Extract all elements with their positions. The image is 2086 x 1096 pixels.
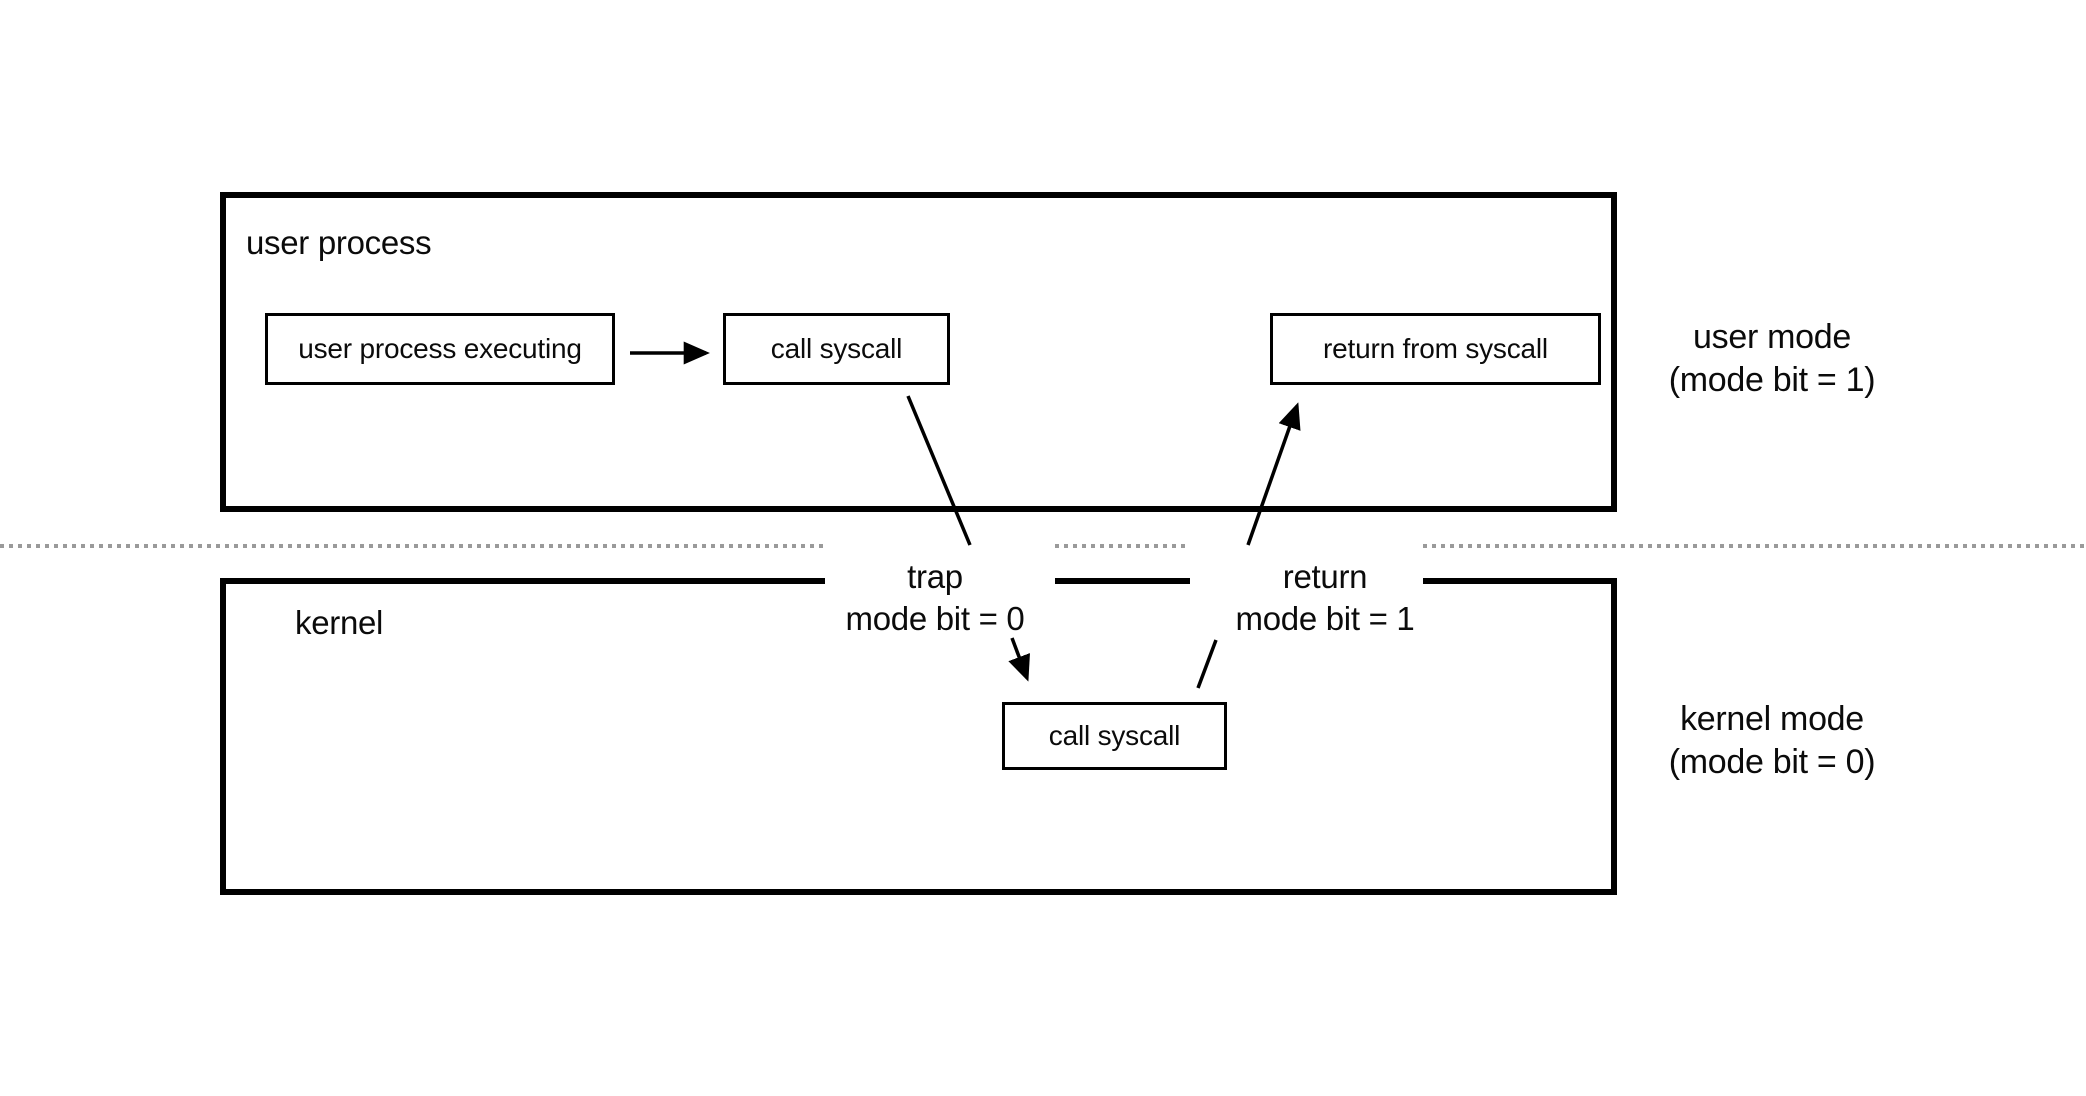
user-mode-label-line2: (mode bit = 1) <box>1668 361 1876 399</box>
kernel-title: kernel <box>295 604 384 641</box>
trap-caption-line1: trap <box>907 558 963 595</box>
trap-arrow-lower <box>1008 637 1030 682</box>
user-process-executing-box: user process executing <box>265 313 615 385</box>
return-caption-line1: return <box>1282 558 1368 595</box>
return-caption: return mode bit = 1 <box>1175 556 1475 640</box>
call-syscall-user-box: call syscall <box>723 313 950 385</box>
return-line-lower <box>1196 639 1218 689</box>
call-syscall-kernel-box: call syscall <box>1002 702 1227 770</box>
trap-line-upper <box>906 395 972 546</box>
trap-caption: trap mode bit = 0 <box>785 556 1085 640</box>
user-mode-label: user mode (mode bit = 1) <box>1572 316 1972 402</box>
kernel-mode-label: kernel mode (mode bit = 0) <box>1572 698 1972 784</box>
kernel-region-box <box>220 578 1617 895</box>
kernel-mode-label-line2: (mode bit = 0) <box>1668 743 1876 781</box>
return-arrow-upper <box>1246 402 1301 546</box>
return-from-syscall-box: return from syscall <box>1270 313 1601 385</box>
return-caption-line2: mode bit = 1 <box>1235 600 1415 637</box>
trap-caption-line2: mode bit = 0 <box>845 600 1025 637</box>
user-process-title: user process <box>246 224 432 261</box>
user-mode-label-line1: user mode <box>1693 318 1851 356</box>
user-process-region-box <box>220 192 1617 512</box>
kernel-mode-label-line1: kernel mode <box>1680 700 1864 738</box>
